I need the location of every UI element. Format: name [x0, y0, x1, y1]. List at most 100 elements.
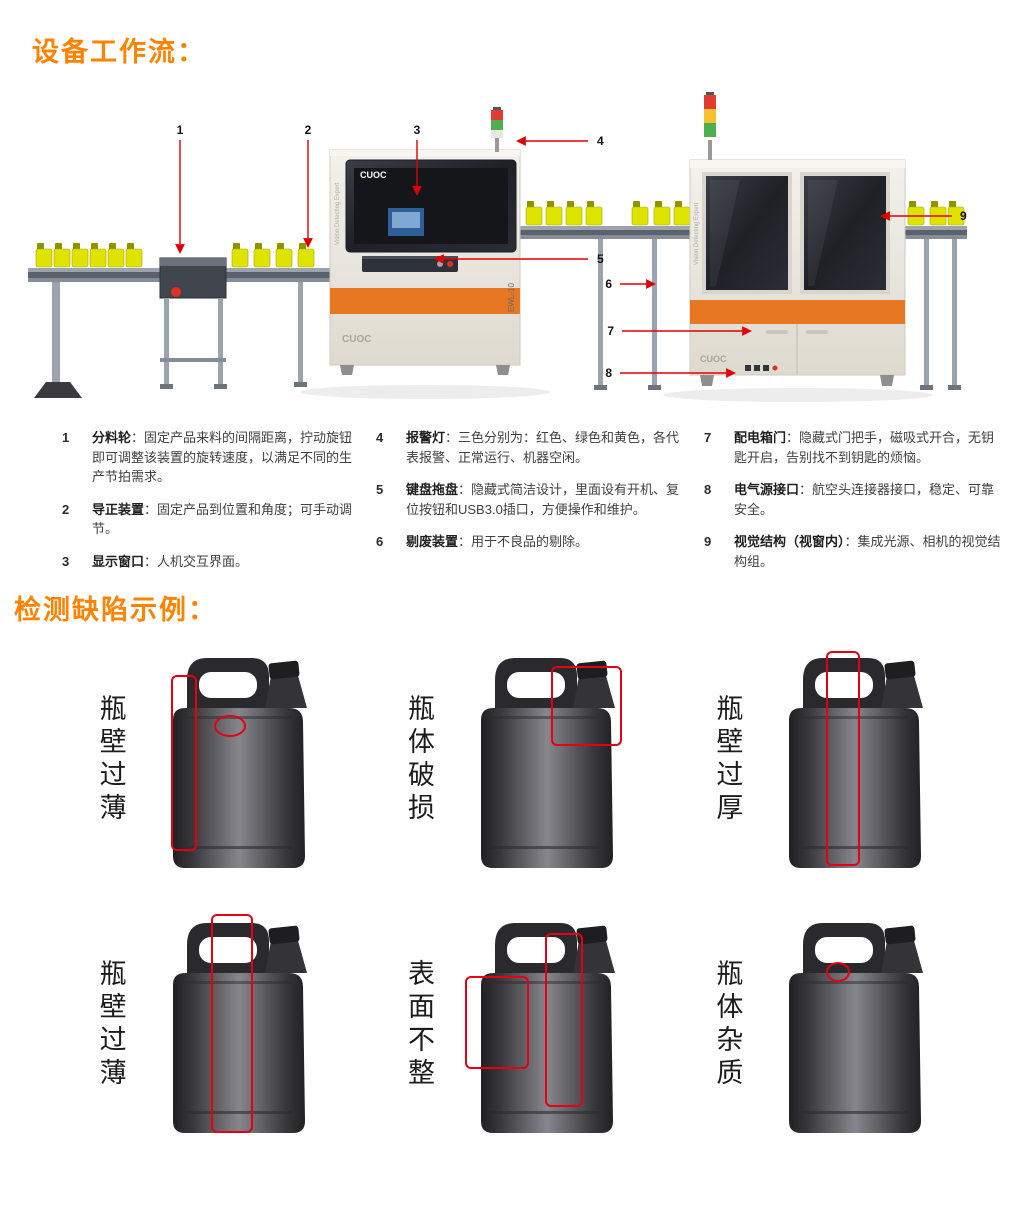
machine2-shadow — [663, 388, 933, 402]
legend-term: 键盘拖盘 — [406, 482, 459, 497]
tower-light-machine1 — [491, 107, 503, 152]
defect-image — [773, 914, 933, 1136]
defect-label: 瓶壁过厚 — [712, 693, 743, 826]
tagline-machine1: Vision Detecting Expert — [335, 182, 341, 245]
transfer-conveyor — [520, 226, 692, 390]
vision-window-right — [800, 172, 890, 294]
defect-cell-uneven-surface: 表面不整 — [358, 903, 666, 1146]
tower-light-red — [491, 110, 503, 120]
vision-window-left — [702, 172, 792, 294]
callout-9-label: 9 — [960, 209, 967, 223]
legend-column-1: 1 分料轮：固定产品来料的间隔距离，拧动旋钮即可调整该装置的旋转速度，以满足不同… — [62, 428, 360, 584]
machine1-shadow — [300, 385, 550, 399]
legend-num: 5 — [376, 482, 384, 497]
annotation-layer — [157, 913, 317, 1136]
legend-column-3: 7 配电箱门：隐藏式门把手，磁吸式开合，无钥匙开启，告别找不到钥匙的烦恼。 8 … — [704, 428, 1004, 584]
model-label: EWL-10 — [507, 283, 516, 312]
defect-annotation-ellipse — [214, 715, 247, 738]
legend-desc: ：用于不良品的剔除。 — [458, 534, 589, 549]
tower2-light-green — [704, 123, 716, 137]
defect-image — [464, 914, 625, 1136]
callout-4-label: 4 — [597, 134, 604, 148]
legend-term: 电气源接口 — [734, 482, 800, 497]
defect-image — [465, 649, 625, 871]
defect-annotation-rect — [211, 913, 253, 1134]
outfeed-bottles — [907, 200, 965, 226]
annotation-layer — [464, 914, 625, 1136]
legend-desc: ：固定产品来料的间隔距离，拧动旋钮即可调整该装置的旋转速度，以满足不同的生产节拍… — [92, 430, 353, 484]
defect-annotation-rect — [826, 650, 860, 867]
legend-desc: ：隐藏式门把手，磁吸式开合，无钥匙开启，告别找不到钥匙的烦恼。 — [734, 430, 995, 465]
callout-3-label: 3 — [414, 123, 421, 137]
legend-term: 显示窗口 — [92, 553, 145, 569]
legend-item-1: 1 分料轮：固定产品来料的间隔距离，拧动旋钮即可调整该装置的旋转速度，以满足不同… — [62, 428, 360, 487]
legend-column-2: 4 报警灯：三色分别为：红色、绿色和黄色，各代表报警、正常运行、机器空闲。 5 … — [376, 428, 688, 584]
inspection-machine-2: CUOC Vision Detecting Expert — [689, 92, 906, 386]
tagline-machine2: Vision Detecting Expert — [694, 202, 700, 265]
inspection-machine-1: CUOC CUOC EWL-10 Vision Detecting Expert — [329, 107, 521, 375]
callout-2-label: 2 — [305, 123, 312, 137]
parts-legend: 1 分料轮：固定产品来料的间隔距离，拧动旋钮即可调整该装置的旋转速度，以满足不同… — [62, 428, 1012, 584]
annotation-layer — [157, 649, 317, 871]
legend-item-2: 2 导正装置：固定产品到位置和角度；可手动调节。 — [62, 500, 360, 539]
defect-examples-grid: 瓶壁过薄 瓶体破损 瓶壁过厚 瓶壁过薄 表面不整 瓶体杂质 — [50, 638, 975, 1146]
tower2-light-yellow — [704, 109, 716, 123]
workflow-section-title: 设备工作流： — [32, 37, 206, 67]
legend-item-9: 9 视觉结构（视窗内）：集成光源、相机的视觉结构组。 — [704, 532, 1004, 571]
defect-label: 瓶体破损 — [403, 693, 434, 826]
legend-item-4: 4 报警灯：三色分别为：红色、绿色和黄色，各代表报警、正常运行、机器空闲。 — [376, 428, 688, 467]
defect-label: 表面不整 — [403, 958, 434, 1091]
machine2-orange-band — [690, 300, 905, 324]
defect-label: 瓶壁过薄 — [95, 958, 126, 1091]
legend-num: 9 — [704, 534, 712, 549]
legend-desc: ：集成光源、相机的视觉结构组。 — [734, 534, 1001, 569]
brand-logo-body: CUOC — [342, 334, 371, 345]
annotation-layer — [465, 649, 625, 871]
annotation-layer — [773, 914, 933, 1136]
defect-image — [157, 649, 317, 871]
callouts: 1 2 3 4 5 6 7 8 9 — [175, 123, 967, 380]
legend-term: 导正装置 — [92, 501, 145, 517]
defect-cell-thick-wall: 瓶壁过厚 — [667, 638, 975, 881]
defect-label: 瓶壁过薄 — [95, 693, 126, 826]
electrical-cabinet-doors — [766, 324, 828, 375]
legend-num: 1 — [62, 430, 70, 445]
legend-term: 报警灯 — [406, 430, 446, 445]
legend-item-3: 3 显示窗口：人机交互界面。 — [62, 552, 360, 572]
legend-num: 8 — [704, 482, 712, 497]
keyboard-tray — [362, 256, 458, 272]
legend-term: 分料轮 — [92, 430, 132, 445]
legend-desc: ：三色分别为：红色、绿色和黄色，各代表报警、正常运行、机器空闲。 — [406, 430, 680, 465]
legend-num: 4 — [376, 430, 384, 445]
defect-cell-impurity: 瓶体杂质 — [667, 903, 975, 1146]
legend-desc: ：固定产品到位置和角度；可手动调节。 — [92, 501, 353, 537]
legend-num: 6 — [376, 534, 384, 549]
brand-logo-panel: CUOC — [360, 170, 387, 180]
legend-desc: ：航空头连接器接口，稳定、可靠安全。 — [734, 482, 995, 517]
tower-light-machine2 — [704, 92, 716, 160]
tower-light-idle — [491, 130, 503, 138]
transfer-bottles — [525, 200, 691, 226]
brand-logo-machine2: CUOC — [700, 354, 727, 364]
defect-annotation-ellipse — [826, 962, 851, 983]
defect-cell-thin-wall-2: 瓶壁过薄 — [50, 903, 358, 1146]
legend-num: 3 — [62, 553, 70, 569]
legend-item-7: 7 配电箱门：隐藏式门把手，磁吸式开合，无钥匙开启，告别找不到钥匙的烦恼。 — [704, 428, 1004, 467]
callout-5-label: 5 — [597, 252, 604, 266]
equipment-illustration: CUOC CUOC EWL-10 Vision Detecting Expert — [0, 60, 1024, 422]
tower-light-green — [491, 120, 503, 130]
defect-cell-thin-wall-1: 瓶壁过薄 — [50, 638, 358, 881]
defects-section-title: 检测缺陷示例： — [14, 595, 217, 625]
legend-term: 配电箱门 — [734, 430, 787, 445]
callout-8-label: 8 — [605, 366, 612, 380]
equipment-diagram: CUOC CUOC EWL-10 Vision Detecting Expert — [28, 92, 967, 402]
legend-term: 剔废装置 — [406, 534, 459, 549]
defect-annotation-rect — [171, 675, 197, 851]
defect-image — [157, 913, 317, 1136]
defect-label: 瓶体杂质 — [712, 958, 743, 1091]
legend-item-8: 8 电气源接口：航空头连接器接口，稳定、可靠安全。 — [704, 480, 1004, 519]
legend-num: 7 — [704, 430, 712, 445]
annotation-layer — [773, 649, 933, 871]
legend-num: 2 — [62, 501, 70, 517]
defect-cell-broken-body: 瓶体破损 — [358, 638, 666, 881]
